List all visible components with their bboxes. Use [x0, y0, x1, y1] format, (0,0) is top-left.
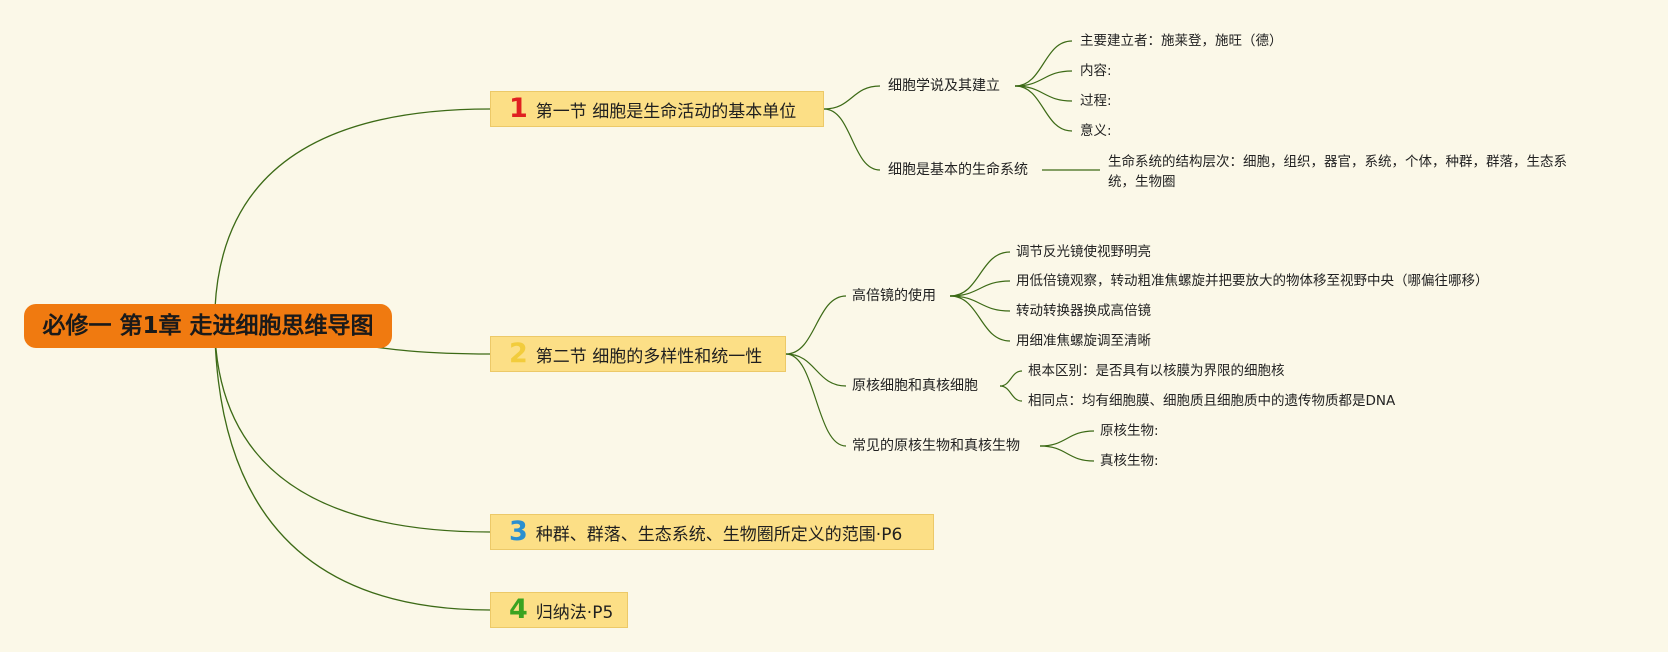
subtopic-basic-life-system[interactable]: 细胞是基本的生命系统 [888, 162, 1028, 178]
topic-section-1[interactable]: 1 第一节 细胞是生命活动的基本单位 [490, 91, 824, 127]
branch-topic2-sub3 [785, 353, 847, 447]
number-3-icon: 3 [509, 516, 528, 547]
branch-microscope-leaf-3 [949, 295, 1011, 312]
branch-sub1-leaf-4 [1014, 85, 1073, 132]
subtopic-high-power-microscope[interactable]: 高倍镜的使用 [852, 288, 936, 304]
subtopic-common-organisms[interactable]: 常见的原核生物和真核生物 [852, 438, 1020, 454]
branch-organisms-leaf-2 [1039, 445, 1095, 462]
topic-label: 种群、群落、生态系统、生物圈所定义的范围·P6 [535, 524, 903, 545]
branch-topic1-sub2 [823, 108, 881, 171]
branch-sub1-leaf-1 [1014, 40, 1073, 87]
leaf-main-founders[interactable]: 主要建立者：施莱登，施旺（德） [1080, 33, 1283, 49]
topic-label: 第二节 细胞的多样性和统一性 [535, 346, 763, 367]
topic-section-4[interactable]: 4 归纳法·P5 [490, 592, 628, 628]
leaf-similarity[interactable]: 相同点：均有细胞膜、细胞质且细胞质中的遗传物质都是DNA [1028, 393, 1396, 409]
subtopic-prokaryote-eukaryote-cells[interactable]: 原核细胞和真核细胞 [852, 378, 978, 394]
topic-label: 归纳法·P5 [535, 602, 614, 623]
branch-topic1-sub1 [823, 85, 881, 110]
branch-microscope-leaf-1 [949, 251, 1011, 297]
branch-sub1-leaf-2 [1014, 70, 1073, 87]
branch-organisms-leaf-1 [1039, 430, 1095, 447]
number-4-icon: 4 [509, 594, 528, 625]
leaf-structure-levels[interactable]: 生命系统的结构层次：细胞，组织，器官，系统，个体，种群，群落，生态系统，生物圈 [1108, 154, 1567, 190]
branch-cells-leaf-2 [999, 385, 1023, 402]
leaf-adjust-mirror[interactable]: 调节反光镜使视野明亮 [1016, 244, 1151, 260]
subtopic-cell-theory[interactable]: 细胞学说及其建立 [888, 78, 1000, 94]
leaf-process[interactable]: 过程: [1080, 93, 1112, 109]
branch-root-topic-3 [214, 335, 491, 533]
leaf-eukaryotes[interactable]: 真核生物: [1100, 453, 1159, 469]
branch-root-topic-4 [214, 337, 491, 611]
leaf-switch-objective[interactable]: 转动转换器换成高倍镜 [1016, 303, 1151, 319]
leaf-low-power-observe[interactable]: 用低倍镜观察，转动粗准焦螺旋并把要放大的物体移至视野中央（哪偏往哪移） [1016, 273, 1489, 289]
leaf-significance[interactable]: 意义: [1080, 123, 1112, 139]
leaf-fine-focus[interactable]: 用细准焦螺旋调至清晰 [1016, 333, 1151, 349]
topic-section-3[interactable]: 3 种群、群落、生态系统、生物圈所定义的范围·P6 [490, 514, 934, 550]
topic-section-2[interactable]: 2 第二节 细胞的多样性和统一性 [490, 336, 786, 372]
topic-label: 第一节 细胞是生命活动的基本单位 [535, 101, 797, 122]
leaf-prokaryotes[interactable]: 原核生物: [1100, 423, 1159, 439]
leaf-fundamental-difference[interactable]: 根本区别：是否具有以核膜为界限的细胞核 [1028, 363, 1285, 379]
leaf-content[interactable]: 内容: [1080, 63, 1112, 79]
branch-cells-leaf-1 [999, 370, 1023, 387]
central-topic[interactable]: 必修一 第1章 走进细胞思维导图 [24, 304, 392, 348]
number-2-icon: 2 [509, 338, 528, 369]
branch-sub1-leaf-3 [1014, 85, 1073, 102]
branch-root-topic-1 [214, 108, 491, 309]
branch-topic2-sub1 [785, 295, 847, 355]
branch-topic2-sub2 [785, 353, 847, 387]
branch-microscope-leaf-4 [949, 295, 1011, 342]
branch-microscope-leaf-2 [949, 280, 1011, 297]
number-1-icon: 1 [509, 93, 528, 124]
